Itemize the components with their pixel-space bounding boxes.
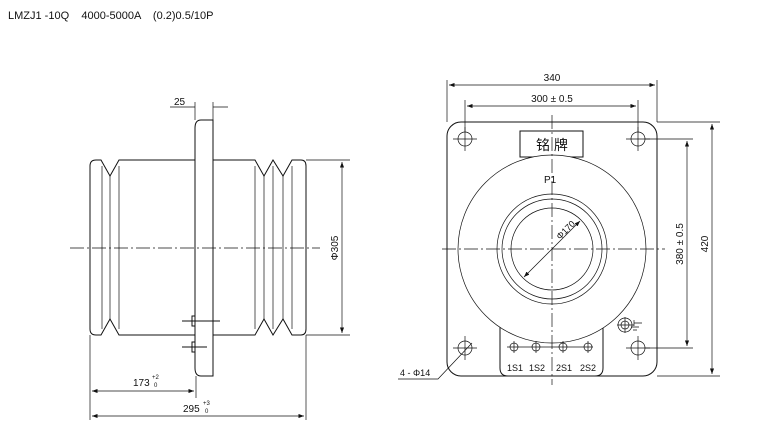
terminals: [507, 341, 593, 353]
bore-dim-line: [523, 220, 581, 278]
holes-dim: 4 - Φ14: [400, 368, 430, 378]
dim-295: 295: [183, 404, 200, 415]
dim-25: 25: [174, 97, 186, 108]
dim-340: 340: [544, 73, 561, 84]
drawing-title: LMZJ1 -10Q 4000-5000A (0.2)0.5/10P: [8, 10, 214, 22]
dim-173: 173: [133, 378, 150, 389]
terminal-2s2: 2S2: [580, 363, 596, 373]
holes-leader: [398, 342, 473, 380]
dim-305: Φ305: [330, 235, 341, 260]
dim-295-tol-lower: 0: [205, 409, 209, 415]
dim-ext: [89, 335, 307, 420]
dim-173-tol-lower: 0: [154, 383, 158, 389]
groove-lines: [101, 166, 293, 329]
terminal-1s2: 1S2: [529, 363, 545, 373]
p1-label: P1: [544, 175, 557, 186]
front-view: 铭 牌 Φ170 P1 1S1 1S2 2S1 2S2 340 300 ± 0.…: [398, 73, 720, 385]
dim-380: 380 ± 0.5: [675, 223, 686, 265]
dim-25-lines: [170, 102, 228, 120]
side-view: 25 Φ305 173 +2 0 295 +3 0: [70, 97, 350, 420]
dim-173-tol-upper: +2: [152, 375, 160, 381]
body-outline: [89, 159, 307, 336]
dim-420: 420: [700, 235, 711, 252]
terminal-2s1: 2S1: [556, 363, 572, 373]
dim-295-tol-upper: +3: [203, 401, 211, 407]
dim-305-ext: [306, 159, 350, 336]
terminal-1s1: 1S1: [507, 363, 523, 373]
dim-ext-top: [446, 80, 658, 132]
terminal-box: [499, 322, 604, 377]
bolts: [182, 315, 220, 353]
ground-icon: [617, 317, 642, 333]
dim-ext-right: [645, 121, 720, 377]
dim-300: 300 ± 0.5: [531, 94, 573, 105]
flange: [194, 119, 214, 377]
